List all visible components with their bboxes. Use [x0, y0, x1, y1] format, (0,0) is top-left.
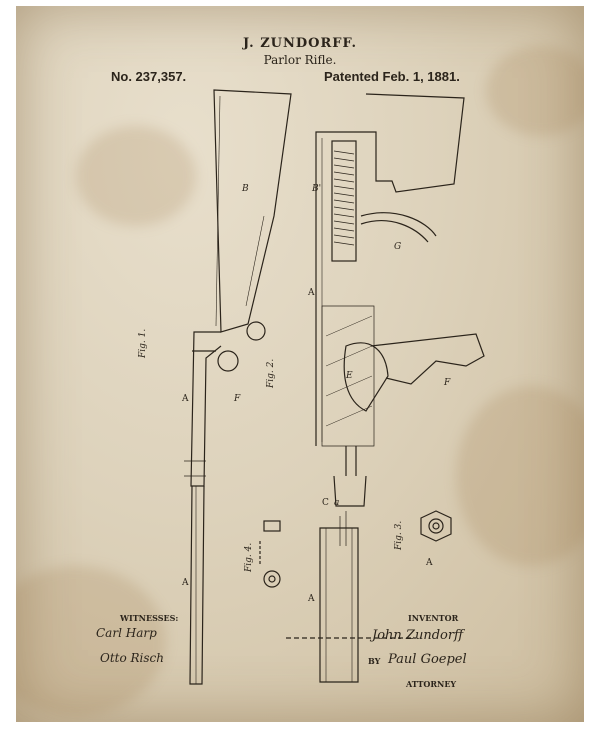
part-letter-f-fig2: F [444, 378, 451, 388]
patent-date: Patented Feb. 1, 1881. [324, 69, 460, 84]
inventor-signature: John Zundorff [372, 628, 464, 643]
rifle-drawing [184, 89, 485, 685]
attorney-signature: Paul Goepel [388, 652, 467, 667]
part-letter-e: E [346, 371, 353, 381]
fig4-detail-view [259, 520, 281, 588]
part-letter-a-fig2-lower: A [308, 594, 315, 604]
part-letter-a: A [182, 394, 189, 404]
part-letter-a-fig2: A [308, 288, 315, 298]
part-letter-c: C [322, 498, 329, 508]
patent-subtitle: Parlor Rifle. [263, 53, 337, 67]
part-letter-b: B [242, 184, 249, 194]
part-letter-b-prime: B' [312, 184, 322, 194]
fig3-end-view [420, 510, 452, 542]
part-letter-f-fig1: F [234, 394, 241, 404]
attorney-label: ATTORNEY [406, 679, 457, 689]
fig2-sectional-view [286, 93, 485, 683]
by-label: BY [368, 656, 381, 666]
patent-title: J. ZUNDORFF. [243, 36, 357, 51]
fig2-label: Fig. 2. [266, 358, 276, 388]
patent-number: No. 237,357. [111, 69, 187, 84]
patent-print: J. ZUNDORFF. Parlor Rifle. No. 237,357. … [16, 6, 584, 722]
part-letter-g: G [394, 242, 402, 252]
fig4-label: Fig. 4. [244, 542, 254, 572]
fig1-label: Fig. 1. [138, 328, 148, 358]
witness-signature-1: Carl Harp [96, 626, 157, 640]
part-letter-a-fig3: A [426, 558, 433, 568]
inventor-label: INVENTOR [408, 613, 459, 623]
witness-signature-2: Otto Risch [100, 651, 165, 665]
fig1-rifle-side-view [184, 89, 292, 685]
witnesses-label: WITNESSES: [120, 613, 179, 623]
part-letter-a-lower: A [182, 578, 189, 588]
fig3-label: Fig. 3. [394, 520, 404, 550]
part-letter-small-a: a [334, 498, 340, 508]
